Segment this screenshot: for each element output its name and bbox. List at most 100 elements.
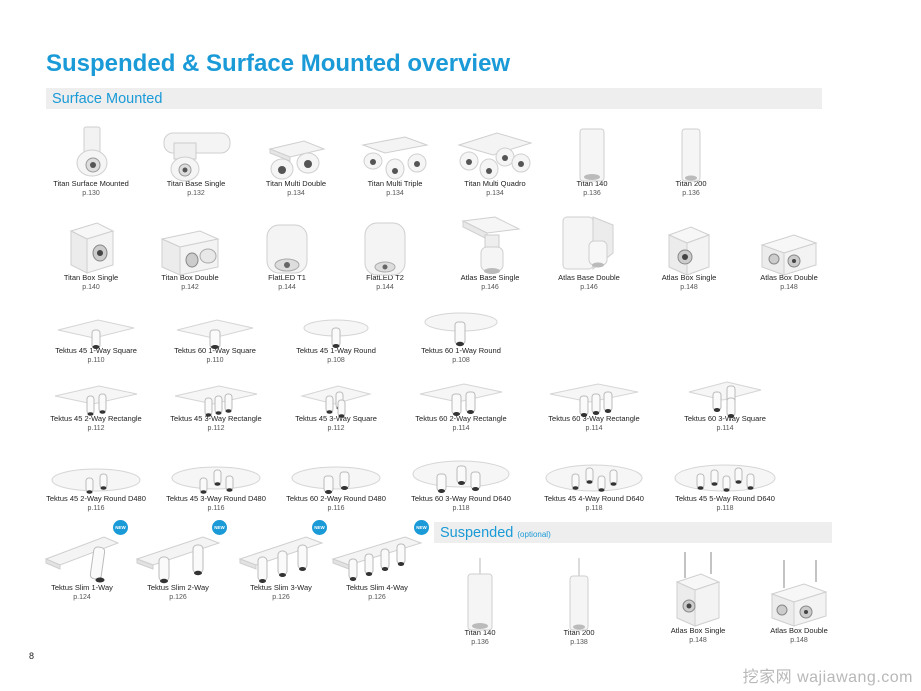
product-name: Atlas Box Double xyxy=(770,626,828,635)
product-atlas-base-single[interactable]: Atlas Base Single p.146 xyxy=(430,216,550,293)
product-page: p.114 xyxy=(716,425,734,432)
product-tektus45-3way-rectangle[interactable]: Tektus 45 3-Way Rectangle p.112 xyxy=(156,385,276,434)
product-tektus60-2way-rectangle[interactable]: Tektus 60 2-Way Rectangle p.114 xyxy=(401,383,521,434)
product-tektus45-2way-round-d480[interactable]: Tektus 45 2-Way Round D480 p.116 xyxy=(36,468,156,514)
product-titan-multi-quadro[interactable]: Titan Multi Quadro p.134 xyxy=(435,132,555,199)
product-name: Tektus 60 1-Way Round xyxy=(421,346,501,355)
product-tektus60-3way-round-d640[interactable]: Tektus 60 3-Way Round D640 p.118 xyxy=(401,460,521,514)
product-page: p.112 xyxy=(87,425,105,432)
product-name: Titan Surface Mounted xyxy=(53,179,129,188)
product-titan-200[interactable]: Titan 200 p.136 xyxy=(631,128,751,199)
product-image xyxy=(519,554,639,634)
new-badge: NEW xyxy=(113,520,128,535)
product-image xyxy=(156,460,276,500)
product-page: p.116 xyxy=(327,505,345,512)
product-name: Atlas Box Double xyxy=(760,273,818,282)
product-image xyxy=(335,123,455,185)
product-image xyxy=(629,217,749,279)
product-tektus45-4way-round-d640[interactable]: Tektus 45 4-Way Round D640 p.118 xyxy=(534,464,654,514)
product-name: Atlas Base Double xyxy=(558,273,620,282)
product-name: Titan Multi Double xyxy=(265,179,327,188)
product-image xyxy=(631,123,751,185)
product-image xyxy=(227,211,347,279)
product-image xyxy=(534,378,654,420)
product-suspended-titan-200[interactable]: Titan 200 p.138 xyxy=(519,558,639,648)
product-tektus45-3way-square[interactable]: Tektus 45 3-Way Square p.112 xyxy=(276,385,396,434)
product-atlas-box-single[interactable]: Atlas Box Single p.148 xyxy=(629,226,749,293)
product-suspended-atlas-box-double[interactable]: Atlas Box Double p.148 xyxy=(739,560,859,646)
product-page: p.118 xyxy=(452,505,470,512)
product-page: p.148 xyxy=(689,637,707,644)
product-name: Titan Multi Triple xyxy=(367,179,423,188)
page-title: Suspended & Surface Mounted overview xyxy=(46,50,511,77)
product-page: p.110 xyxy=(206,357,224,364)
product-titan-base-single[interactable]: Titan Base Single p.132 xyxy=(136,132,256,199)
product-tektus45-3way-round-d480[interactable]: Tektus 45 3-Way Round D480 p.116 xyxy=(156,466,276,514)
product-atlas-base-double[interactable]: Atlas Base Double p.146 xyxy=(529,216,649,293)
product-name: Atlas Box Single xyxy=(670,626,726,635)
page-number: 8 xyxy=(29,651,35,661)
product-page: p.126 xyxy=(169,594,187,601)
product-titan-multi-double[interactable]: Titan Multi Double p.134 xyxy=(236,140,356,199)
product-page: p.144 xyxy=(376,284,394,291)
product-flatled-t1[interactable]: FlatLED T1 p.144 xyxy=(227,224,347,293)
product-titan-140[interactable]: Titan 140 p.136 xyxy=(532,128,652,199)
product-page: p.136 xyxy=(583,190,601,197)
product-image xyxy=(276,310,396,352)
product-tektus45-1way-square[interactable]: Tektus 45 1-Way Square p.110 xyxy=(36,319,156,366)
product-suspended-atlas-box-single[interactable]: Atlas Box Single p.148 xyxy=(638,552,758,646)
product-page: p.136 xyxy=(682,190,700,197)
product-image xyxy=(401,454,521,500)
product-titan-surface-mounted[interactable]: Titan Surface Mounted p.130 xyxy=(31,126,151,199)
product-name: Tektus 45 4-Way Round D640 xyxy=(544,494,644,503)
product-tektus-slim-1way[interactable]: Tektus Slim 1-Way p.124 xyxy=(22,536,142,603)
product-name: Tektus 45 3-Way Round D480 xyxy=(166,494,266,503)
product-tektus45-5way-round-d640[interactable]: Tektus 45 5-Way Round D640 p.118 xyxy=(665,464,785,514)
product-image xyxy=(430,209,550,279)
product-name: Titan 200 xyxy=(563,628,595,637)
product-name: Tektus Slim 1-Way xyxy=(51,583,113,592)
product-flatled-t2[interactable]: FlatLED T2 p.144 xyxy=(325,222,445,293)
product-image xyxy=(276,460,396,500)
product-image xyxy=(529,209,649,279)
product-atlas-box-double[interactable]: Atlas Box Double p.148 xyxy=(729,234,849,293)
product-name: Tektus 45 2-Way Round D480 xyxy=(46,494,146,503)
product-name: Titan Multi Quadro xyxy=(464,179,526,188)
product-image xyxy=(31,211,151,279)
product-tektus60-3way-square[interactable]: Tektus 60 3-Way Square p.114 xyxy=(665,381,785,434)
product-name: Titan 140 xyxy=(576,179,608,188)
new-badge: NEW xyxy=(414,520,429,535)
section-label: Suspended xyxy=(440,524,514,541)
product-name: Titan Box Single xyxy=(63,273,119,282)
product-suspended-titan-140[interactable]: Titan 140 p.136 xyxy=(420,558,540,648)
product-name: Tektus 60 1-Way Square xyxy=(174,346,256,355)
product-page: p.134 xyxy=(287,190,305,197)
product-titan-box-double[interactable]: Titan Box Double p.142 xyxy=(130,230,250,293)
product-tektus60-2way-round-d480[interactable]: Tektus 60 2-Way Round D480 p.116 xyxy=(276,466,396,514)
product-tektus60-3way-rectangle[interactable]: Tektus 60 3-Way Rectangle p.114 xyxy=(534,383,654,434)
product-image xyxy=(276,378,396,420)
product-tektus-slim-4way[interactable]: Tektus Slim 4-Way p.126 xyxy=(317,536,437,603)
product-page: p.148 xyxy=(680,284,698,291)
product-image xyxy=(22,529,142,589)
product-image xyxy=(136,123,256,185)
product-name: Atlas Box Single xyxy=(661,273,717,282)
product-tektus45-2way-rectangle[interactable]: Tektus 45 2-Way Rectangle p.112 xyxy=(36,385,156,434)
product-tektus-slim-3way[interactable]: Tektus Slim 3-Way p.126 xyxy=(221,536,341,603)
product-image xyxy=(638,550,758,632)
product-name: Tektus 45 1-Way Square xyxy=(55,346,137,355)
product-tektus60-1way-square[interactable]: Tektus 60 1-Way Square p.110 xyxy=(155,319,275,366)
product-image xyxy=(317,529,437,589)
product-name: Titan Base Single xyxy=(166,179,226,188)
product-titan-multi-triple[interactable]: Titan Multi Triple p.134 xyxy=(335,136,455,199)
product-image xyxy=(665,374,785,420)
product-tektus-slim-2way[interactable]: Tektus Slim 2-Way p.126 xyxy=(118,536,238,603)
product-tektus45-1way-round[interactable]: Tektus 45 1-Way Round p.108 xyxy=(276,319,396,366)
product-titan-box-single[interactable]: Titan Box Single p.140 xyxy=(31,222,151,293)
product-image xyxy=(739,550,859,632)
product-tektus60-1way-round[interactable]: Tektus 60 1-Way Round p.108 xyxy=(401,312,521,366)
product-page: p.130 xyxy=(82,190,100,197)
product-name: Tektus 45 5-Way Round D640 xyxy=(675,494,775,503)
product-name: Titan 140 xyxy=(464,628,496,637)
product-page: p.140 xyxy=(82,284,100,291)
